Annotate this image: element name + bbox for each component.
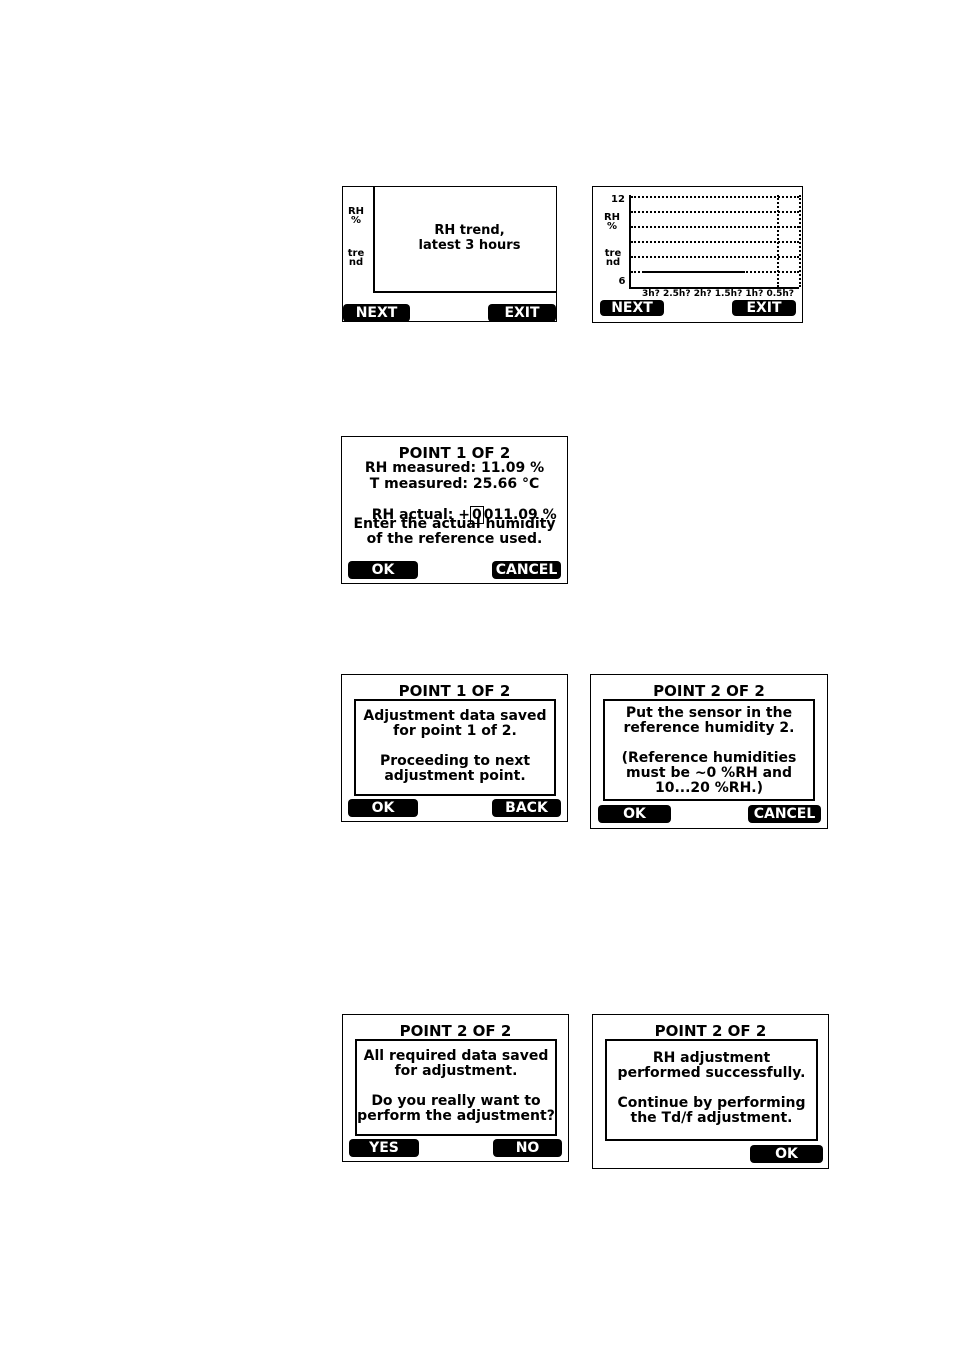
back-button[interactable]: BACK xyxy=(492,799,561,817)
x-axis xyxy=(629,287,799,289)
yes-button[interactable]: YES xyxy=(349,1139,419,1157)
ok-button[interactable]: OK xyxy=(750,1145,823,1163)
exit-button[interactable]: EXIT xyxy=(488,304,556,321)
rh-actual-prefix: RH actual: + xyxy=(371,507,471,523)
message-text: RH adjustment performed successfully. Co… xyxy=(617,1050,806,1126)
screen-title: POINT 2 OF 2 xyxy=(653,682,765,700)
gridline xyxy=(631,196,799,198)
message-box: RH adjustment performed successfully. Co… xyxy=(605,1039,818,1141)
rh-actual-value: 011.09 % xyxy=(483,507,557,523)
screen-title: POINT 2 OF 2 xyxy=(654,1022,767,1040)
y-axis-label: RH % xyxy=(603,212,621,232)
screen-title: POINT 1 OF 2 xyxy=(398,444,511,462)
cancel-button[interactable]: CANCEL xyxy=(748,805,821,823)
message-text: Put the sensor in the reference humidity… xyxy=(621,705,797,796)
exit-button[interactable]: EXIT xyxy=(732,300,796,316)
rh-measured: RH measured: 11.09 % xyxy=(364,460,545,476)
trend-series-line xyxy=(643,271,745,273)
message-text: Adjustment data saved for point 1 of 2. … xyxy=(363,708,547,784)
y-axis-label: RH % xyxy=(347,206,365,226)
no-button[interactable]: NO xyxy=(493,1139,562,1157)
gridline xyxy=(631,211,799,213)
ok-button[interactable]: OK xyxy=(598,805,671,823)
x-axis xyxy=(373,291,556,293)
rh-trend-graph-screen: 12 RH % tre nd 6 3h? 2.5h? 2h? 1.5h? 1h?… xyxy=(592,186,803,323)
trend-label: tre nd xyxy=(347,248,365,268)
message-box: All required data saved for adjustment. … xyxy=(355,1039,557,1136)
y-max-label: 12 xyxy=(611,194,625,205)
right-edge-line xyxy=(799,195,801,287)
trend-message: RH trend, latest 3 hours xyxy=(418,223,521,253)
y-min-label: 6 xyxy=(618,276,626,287)
next-button[interactable]: NEXT xyxy=(343,304,410,321)
screen-title: POINT 2 OF 2 xyxy=(399,1022,512,1040)
rh-trend-screen: RH % tre nd RH trend, latest 3 hours NEX… xyxy=(342,186,557,322)
t-measured: T measured: 25.66 °C xyxy=(369,476,540,492)
point2-instruction-screen: POINT 2 OF 2 Put the sensor in the refer… xyxy=(590,674,828,829)
x-tick-labels: 3h? 2.5h? 2h? 1.5h? 1h? 0.5h? xyxy=(641,289,795,299)
y-axis xyxy=(629,195,631,289)
y-axis xyxy=(373,187,375,293)
gridline xyxy=(631,241,799,243)
cursor-line xyxy=(777,195,779,287)
ok-button[interactable]: OK xyxy=(348,799,418,817)
edit-cursor[interactable]: 0 xyxy=(470,506,484,524)
ok-button[interactable]: OK xyxy=(348,561,418,579)
gridline xyxy=(631,256,799,258)
trend-label: tre nd xyxy=(604,248,622,268)
instruction-text: Enter the actual humidity of the referen… xyxy=(353,516,556,547)
gridline xyxy=(631,226,799,228)
message-box: Put the sensor in the reference humidity… xyxy=(603,699,815,801)
message-text: All required data saved for adjustment. … xyxy=(357,1048,555,1124)
point1-entry-screen: POINT 1 OF 2 RH measured: 11.09 % T meas… xyxy=(341,436,568,584)
cancel-button[interactable]: CANCEL xyxy=(492,561,561,579)
confirm-adjustment-screen: POINT 2 OF 2 All required data saved for… xyxy=(342,1014,569,1162)
message-box: Adjustment data saved for point 1 of 2. … xyxy=(354,699,556,796)
next-button[interactable]: NEXT xyxy=(600,300,664,316)
point1-saved-screen: POINT 1 OF 2 Adjustment data saved for p… xyxy=(341,674,568,822)
adjustment-success-screen: POINT 2 OF 2 RH adjustment performed suc… xyxy=(592,1014,829,1169)
screen-title: POINT 1 OF 2 xyxy=(398,682,511,700)
